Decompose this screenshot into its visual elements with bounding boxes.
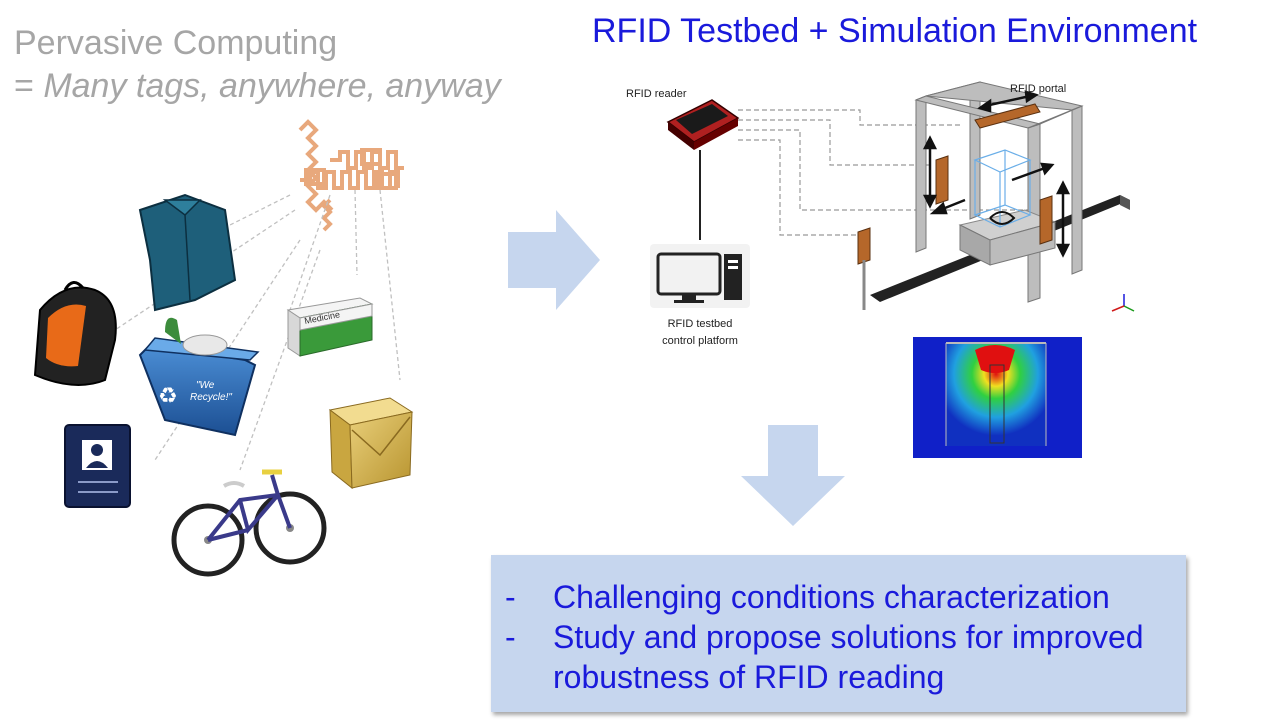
bicycle-icon (171, 469, 327, 577)
simulation-heatmap (913, 337, 1082, 458)
parcel-box-icon (328, 397, 414, 490)
control-platform-label-line2: control platform (662, 335, 738, 347)
left-title: Pervasive Computing = Many tags, anywher… (14, 22, 501, 108)
down-arrow-icon (741, 425, 845, 526)
result-item-text: Challenging conditions characterization (553, 579, 1110, 615)
rfid-tags-icon (298, 119, 404, 232)
medicine-box-icon: Medicine (286, 297, 374, 357)
recycle-symbol: ♻ (158, 383, 178, 408)
rfid-reader-icon (666, 99, 740, 150)
result-item-text: Study and propose solutions for improved… (553, 619, 1144, 695)
right-arrow-icon (508, 210, 600, 310)
results-box: - Challenging conditions characterizatio… (491, 555, 1186, 712)
left-title-line1: Pervasive Computing (14, 24, 338, 62)
recycle-label-line2: Recycle!" (190, 392, 232, 403)
control-platform-label-line1: RFID testbed (668, 318, 733, 330)
right-title: RFID Testbed + Simulation Environment (592, 12, 1198, 50)
left-title-subtitle: Many tags, anywhere, anyway (43, 67, 501, 105)
rfid-reader-label: RFID reader (626, 88, 687, 100)
recycle-bin-icon: ♻ "We Recycle!" (138, 317, 260, 437)
shirt-icon (138, 193, 237, 312)
axis-gizmo-icon (1111, 294, 1135, 312)
result-item-1: - Challenging conditions characterizatio… (491, 577, 1186, 617)
bullet-dash: - (505, 619, 516, 655)
bullet-dash: - (505, 579, 516, 615)
backpack-icon (33, 281, 117, 386)
rfid-portal-icon (857, 81, 1130, 310)
left-title-line2: = Many tags, anywhere, anyway (14, 65, 501, 108)
id-card-icon (64, 424, 131, 508)
left-title-prefix: = (14, 67, 44, 105)
antenna-cables (738, 109, 1040, 236)
result-item-2: - Study and propose solutions for improv… (491, 617, 1186, 697)
rfid-portal-label: RFID portal (1010, 83, 1066, 95)
computer-icon (650, 244, 750, 308)
recycle-label-line1: "We (196, 380, 215, 391)
